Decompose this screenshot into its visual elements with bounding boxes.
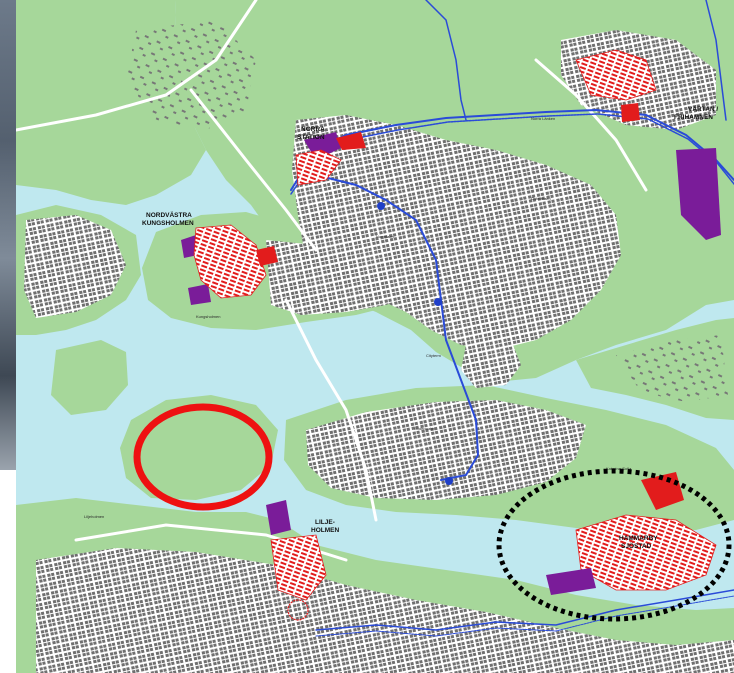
development-liljeholmen	[266, 500, 327, 621]
land-island-small	[51, 340, 128, 415]
minor-labels: Norrmalm Östermalm Kungsholmen Södermalm…	[84, 116, 632, 519]
label-nordvastra-kungsholmen: NORDVÄSTRA KUNGSHOLMEN	[142, 211, 194, 227]
parkland-djurgarden	[616, 335, 728, 402]
urban-sodermalm	[306, 400, 586, 500]
label-vartan-frihamnen: VÄRTAN / FRIHAMNEN	[674, 105, 720, 121]
svg-text:Cityterm: Cityterm	[426, 353, 442, 358]
urban-west	[24, 215, 126, 318]
svg-text:Östermalm: Östermalm	[531, 196, 551, 201]
urban-kungsholmen	[266, 240, 411, 315]
development-vartan-frihamnen	[575, 49, 721, 240]
label-norra-station: NORRA STATION	[297, 126, 326, 141]
transit-stations	[377, 202, 453, 485]
photo-strip	[0, 0, 16, 470]
development-norra-station	[295, 132, 366, 186]
district-labels: NORRA STATION NORDVÄSTRA KUNGSHOLMEN VÄR…	[142, 105, 720, 550]
svg-text:Liljeholmen: Liljeholmen	[84, 514, 104, 519]
svg-text:Norra Länken: Norra Länken	[531, 116, 555, 121]
land-gamla-stan	[461, 340, 521, 388]
label-lilje-holmen: LILJE- HOLMEN	[311, 519, 339, 534]
svg-text:Kungsholmen: Kungsholmen	[196, 314, 220, 319]
svg-text:Katarina-Sofia: Katarina-Sofia	[606, 466, 632, 471]
stockholm-map: Norrmalm Östermalm Kungsholmen Södermalm…	[16, 0, 734, 673]
red-circle-annotation	[133, 403, 273, 511]
label-hammarby-sjostad: HAMMARBY SJÖSTAD	[619, 535, 659, 550]
urban-south	[36, 548, 734, 673]
svg-text:Norrmalm: Norrmalm	[376, 234, 394, 239]
dotted-ellipse-annotation	[496, 468, 732, 622]
development-nordvastra-kungsholmen	[181, 224, 278, 305]
svg-text:Södermalm: Södermalm	[414, 426, 435, 431]
development-hammarby-sjostad	[546, 472, 717, 595]
